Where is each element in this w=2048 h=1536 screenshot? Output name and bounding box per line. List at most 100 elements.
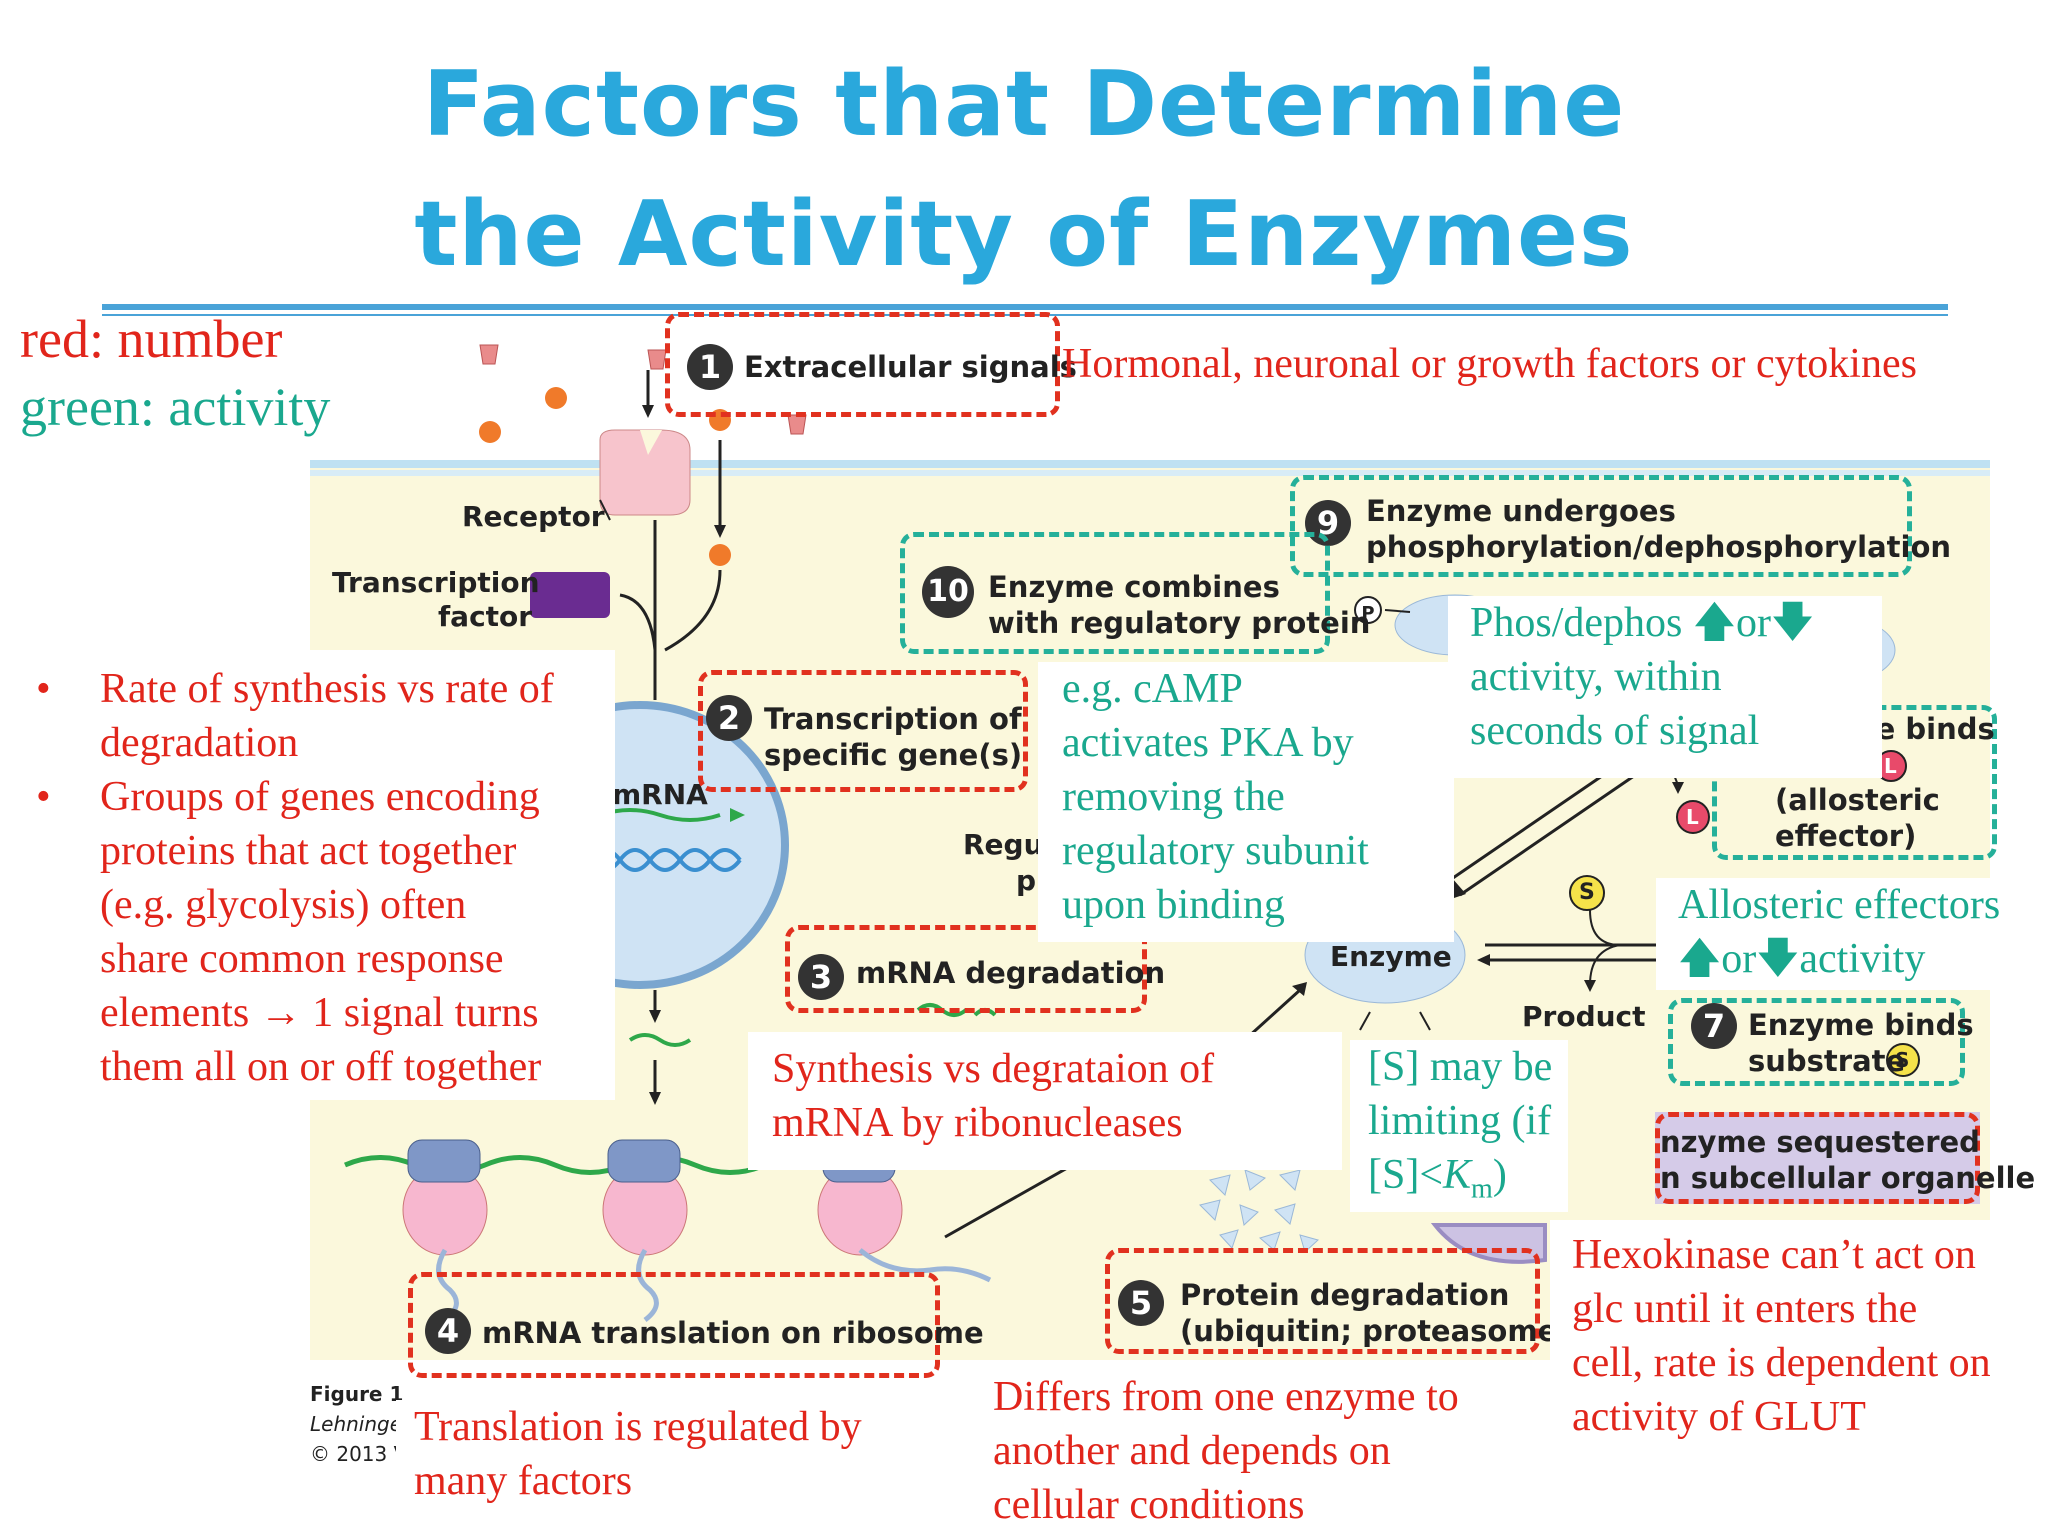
up-arrow-icon: 🡅 <box>1692 600 1737 646</box>
hormonal-note: Hormonal, neuronal or growth factors or … <box>1062 341 1917 387</box>
step-2-label: Transcription of <box>764 702 1022 736</box>
enzyme-label: Enzyme <box>1330 940 1452 973</box>
down-arrow-icon: 🡇 <box>1771 600 1815 646</box>
legend-red: red: number <box>20 309 283 369</box>
step-9-label: Enzyme undergoes <box>1366 494 1676 528</box>
bullet-2-line-2: proteins that act together <box>100 828 517 874</box>
step-6-label-2: n subcellular organelle <box>1660 1161 2036 1195</box>
step-4-box <box>408 1272 940 1378</box>
bullet-2-line-4: share common response <box>100 936 504 982</box>
hexo-line-2: glc until it enters the <box>1572 1286 1918 1332</box>
step-10-label-2: with regulatory protein <box>988 606 1371 640</box>
legend-green: green: activity <box>20 377 331 437</box>
s-line-1: [S] may be <box>1368 1044 1553 1090</box>
phosphate-icon <box>1354 596 1382 624</box>
camp-line-3: removing the <box>1062 774 1285 820</box>
step-3-number: 3 <box>798 954 844 1000</box>
step-7-box <box>1668 998 1965 1086</box>
camp-line-1: e.g. cAMP <box>1062 666 1243 712</box>
phos-note: Phos/dephos 🡅or🡇 activity, within second… <box>1448 596 1882 778</box>
phos-line-3: seconds of signal <box>1470 708 1760 754</box>
differs-line-3: cellular conditions <box>993 1482 1305 1528</box>
s-line-3-end: ) <box>1492 1152 1507 1198</box>
phosphate-label: P <box>1361 603 1375 624</box>
step-7-label: Enzyme binds <box>1748 1008 1974 1042</box>
step-5-label-2: (ubiquitin; proteasome) <box>1180 1314 1571 1348</box>
bullet-2-line-5: elements → 1 signal turns <box>100 990 539 1036</box>
ligand-label: L <box>1686 805 1699 829</box>
step-2-label-2: specific gene(s) <box>764 738 1023 772</box>
differs-line-2: another and depends on <box>993 1428 1391 1474</box>
step-8-label-3: effector) <box>1775 819 1917 853</box>
receptor-label: Receptor <box>462 500 605 533</box>
camp-line-2: activates PKA by <box>1062 720 1354 766</box>
step-2-number: 2 <box>706 695 752 741</box>
allo-or: or <box>1721 936 1757 982</box>
allosteric-note: Allosteric effectors 🡅or🡇activity <box>1656 878 2048 990</box>
camp-note: e.g. cAMP activates PKA by removing the … <box>1038 662 1454 942</box>
synth-line-1: Synthesis vs degrataion of <box>772 1046 1215 1092</box>
transcription-factor-label: Transcription <box>332 566 540 599</box>
step-5-label: Protein degradation <box>1180 1278 1510 1312</box>
substrate-label-small: S <box>1895 1048 1910 1072</box>
phos-line-1: Phos/dephos <box>1470 600 1693 646</box>
ligand-icon <box>1676 800 1710 834</box>
step-1-label: Extracellular signals <box>744 350 1077 384</box>
step-7-number: 7 <box>1691 1003 1737 1049</box>
step-4-number: 4 <box>425 1308 471 1354</box>
product-label: Product <box>1522 1000 1646 1033</box>
transcription-factor-icon <box>530 572 610 618</box>
step-6-label: nzyme sequestered <box>1660 1125 1980 1159</box>
hexo-line-3: cell, rate is dependent on <box>1572 1340 1991 1386</box>
signal-molecules <box>479 344 807 566</box>
page-title-line2: the Activity of Enzymes <box>414 182 1634 287</box>
figure-source: Lehninge <box>310 1412 403 1436</box>
substrate-icon <box>1569 875 1605 911</box>
bullet-1-line-2: degradation <box>100 720 299 766</box>
km-subscript: m <box>1471 1173 1493 1205</box>
step-3-label: mRNA degradation <box>856 956 1166 990</box>
bullet-1-line-1: Rate of synthesis vs rate of <box>100 666 554 712</box>
protein-degradation-note: Differs from one enzyme to another and d… <box>975 1370 1553 1536</box>
step-5-box <box>1105 1248 1540 1354</box>
step-6-box <box>1655 1112 1980 1204</box>
synthesis-notes: • Rate of synthesis vs rate of degradati… <box>0 650 615 1100</box>
ligand-label-bound: L <box>1884 754 1897 778</box>
step-9-label-2: phosphorylation/dephosphorylation <box>1366 530 1952 564</box>
figure-caption: Figure 1 <box>310 1382 404 1406</box>
synth-line-2: mRNA by ribonucleases <box>772 1100 1183 1146</box>
substrate-label: S <box>1579 880 1595 905</box>
regulatory-label-fragment: Regu <box>963 828 1044 861</box>
mrna-label: mRNA <box>612 778 708 811</box>
hexo-line-1: Hexokinase can’t act on <box>1572 1232 1976 1278</box>
step-3-box <box>785 925 1147 1013</box>
hexokinase-note: Hexokinase can’t act on glc until it ent… <box>1550 1220 2048 1458</box>
step-10-box <box>900 532 1330 654</box>
step-2-box <box>698 670 1028 792</box>
differs-line-1: Differs from one enzyme to <box>993 1374 1459 1420</box>
transl-line-2: many factors <box>414 1458 633 1504</box>
step-7-label-2: substrate <box>1748 1044 1906 1078</box>
bullet-2-line-3: (e.g. glycolysis) often <box>100 882 467 928</box>
step-8-label-2: (allosteric <box>1775 783 1940 817</box>
cell-membrane-inner <box>310 470 1990 476</box>
page-title: Factors that Determine <box>422 52 1626 157</box>
phos-or: or <box>1736 600 1772 646</box>
transcription-factor-label-2: factor <box>438 600 533 633</box>
transl-line-1: Translation is regulated by <box>414 1404 862 1450</box>
substrate-icon-small <box>1886 1043 1920 1077</box>
hexo-line-4: activity of GLUT <box>1572 1394 1866 1440</box>
title-divider <box>102 304 1948 310</box>
s-line-2: limiting (if <box>1368 1098 1552 1144</box>
step-5-number: 5 <box>1118 1280 1164 1326</box>
down-arrow-icon-2: 🡇 <box>1756 936 1800 982</box>
step-10-label: Enzyme combines <box>988 570 1280 604</box>
step-1-box <box>665 312 1060 417</box>
substrate-limiting-note: [S] may be limiting (if [S]<Km) <box>1350 1040 1568 1212</box>
bullet-2-line-6: them all on or off together <box>100 1044 542 1090</box>
mrna-degradation-note: Synthesis vs degrataion of mRNA by ribon… <box>748 1032 1342 1170</box>
figure-copyright: © 2013 V <box>310 1442 408 1466</box>
cell-membrane <box>310 460 1990 468</box>
allo-line-1: Allosteric effectors <box>1678 882 2001 928</box>
protein-fragments <box>1199 1169 1319 1253</box>
